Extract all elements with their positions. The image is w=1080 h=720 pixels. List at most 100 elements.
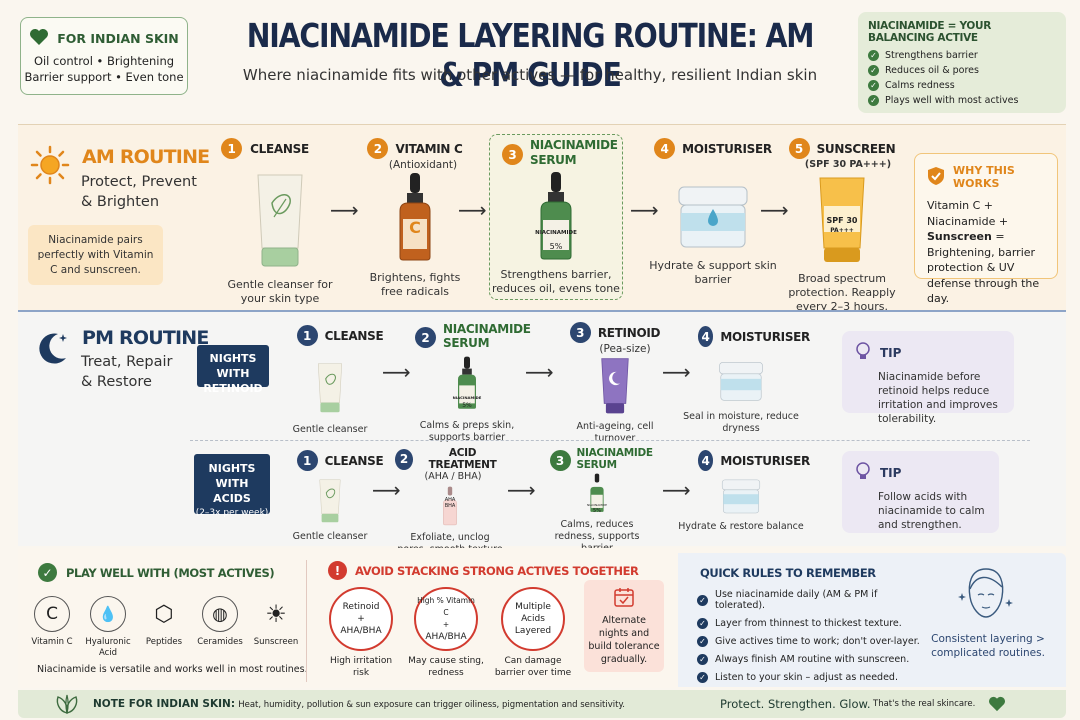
why-title: WHY THIS WORKS bbox=[953, 164, 1015, 190]
check-icon: ✓ bbox=[697, 654, 708, 665]
am-step-vitamin-c: 2 VITAMIN C (Antioxidant) C Brightens, f… bbox=[360, 138, 470, 299]
bottle-label: C bbox=[409, 218, 421, 237]
step-sub: (SPF 30 PA+++) bbox=[804, 159, 892, 170]
why-text: Vitamin C + Niacinamide + Sunscreen = Br… bbox=[927, 199, 1040, 305]
bottle-strength: 5% bbox=[593, 508, 601, 514]
warning-icon: ! bbox=[328, 561, 347, 580]
play-well-note: Niacinamide is versatile and works well … bbox=[37, 664, 308, 675]
nights-retinoid-badge: NIGHTS WITH RETINOID bbox=[197, 345, 269, 395]
check-icon: ✓ bbox=[868, 65, 879, 76]
moisturiser-jar-icon bbox=[678, 186, 748, 248]
step-name: NIACINAMIDE SERUM bbox=[530, 138, 618, 167]
pm-acids-step-niacinamide: 3 NIACINAMIDE SERUM NIACINAMIDE 5% Calms… bbox=[545, 447, 654, 555]
check-icon: ✓ bbox=[697, 618, 708, 629]
acids-tip-box: TIP Follow acids with niacinamide to cal… bbox=[842, 451, 999, 533]
footer bbox=[18, 690, 1066, 718]
am-routine-title: AM ROUTINE bbox=[82, 146, 210, 168]
lightbulb-icon bbox=[854, 341, 872, 364]
step-caption: Gentle cleanser for your skin type bbox=[227, 278, 333, 305]
retinoid-tube-icon bbox=[601, 358, 629, 414]
list-item: ⬡ Peptides bbox=[138, 596, 190, 659]
arrow-right-icon: ⟶ bbox=[760, 198, 789, 222]
list-item: ✓Listen to your skin – adjust as needed. bbox=[697, 672, 927, 683]
sunscreen-tube-icon bbox=[819, 177, 865, 262]
moisturiser-jar-icon bbox=[719, 362, 763, 401]
footer-slogan: Protect. Strengthen. Glow. bbox=[720, 697, 871, 711]
arrow-right-icon: ⟶ bbox=[662, 360, 691, 384]
arrow-right-icon: ⟶ bbox=[382, 360, 411, 384]
tube-label-pa: PA+++ bbox=[830, 227, 854, 234]
pm-retinoid-step-moisturiser: 4 MOISTURISER Seal in moisture, reduce d… bbox=[683, 326, 810, 435]
check-icon: ✓ bbox=[868, 95, 879, 106]
pm-routine-title: PM ROUTINE bbox=[82, 327, 209, 349]
bottle-label: NIACINAMIDE bbox=[586, 503, 608, 507]
rules-tagline: Consistent layering > complicated routin… bbox=[931, 633, 1045, 659]
step-number: 4 bbox=[698, 450, 714, 471]
check-icon: ✓ bbox=[697, 636, 708, 647]
step-name: VITAMIN C bbox=[395, 141, 463, 156]
niacinamide-bottle-icon bbox=[458, 356, 476, 409]
tube-label: SPF 30 bbox=[826, 216, 858, 225]
moisturiser-jar-icon bbox=[721, 479, 761, 514]
divider bbox=[306, 560, 307, 682]
tip-text: Niacinamide before retinoid helps reduce… bbox=[878, 371, 998, 425]
page-title: NIACINAMIDE LAYERING ROUTINE: AM & PM GU… bbox=[246, 16, 815, 94]
step-name: NIACINAMIDE SERUM bbox=[443, 322, 531, 350]
balancing-active-title: NIACINAMIDE = YOUR BALANCING ACTIVE bbox=[868, 20, 992, 44]
step-name: CLEANSE bbox=[250, 141, 309, 156]
list-item: ✓Reduces oil & pores bbox=[868, 65, 1056, 76]
list-item: ✓Always finish AM routine with sunscreen… bbox=[697, 654, 927, 665]
step-number: 1 bbox=[296, 450, 318, 471]
list-item: ◍ Ceramides bbox=[194, 596, 246, 659]
avoid-title: AVOID STACKING STRONG ACTIVES TOGETHER bbox=[355, 563, 639, 578]
am-step-sunscreen: 5 SUNSCREEN (SPF 30 PA+++) SPF 30 PA+++ … bbox=[782, 138, 902, 314]
heart-icon bbox=[29, 28, 49, 49]
ceramide-icon: ◍ bbox=[202, 596, 238, 632]
balancing-active-list: ✓Strengthens barrier ✓Reduces oil & pore… bbox=[868, 50, 1056, 106]
vitamin-c-bottle-icon bbox=[399, 173, 431, 261]
list-item: C Vitamin C bbox=[26, 596, 78, 659]
face-icon bbox=[958, 563, 1014, 629]
quick-rules-title: QUICK RULES TO REMEMBER bbox=[700, 566, 876, 580]
step-name: MOISTURISER bbox=[720, 453, 810, 468]
arrow-right-icon: ⟶ bbox=[330, 198, 359, 222]
pm-retinoid-step-niacinamide: 2 NIACINAMIDE SERUM NIACINAMIDE 5% Calms… bbox=[412, 322, 531, 444]
leaf-icon bbox=[54, 693, 80, 719]
step-name: MOISTURISER bbox=[682, 141, 772, 156]
nights-acids-badge: NIGHTS WITH ACIDS (2–3x per week) bbox=[194, 454, 270, 518]
am-step-moisturiser: 4 MOISTURISER Hydrate & support skin bar… bbox=[648, 138, 778, 287]
am-routine-subtitle-1: Protect, Prevent bbox=[81, 174, 197, 190]
arrow-right-icon: ⟶ bbox=[525, 360, 554, 384]
step-name: MOISTURISER bbox=[720, 329, 810, 344]
list-item: Retinoid+AHA/BHA High irritation risk bbox=[322, 587, 400, 679]
indian-skin-title: FOR INDIAN SKIN bbox=[57, 31, 179, 46]
molecule-icon: ⬡ bbox=[154, 601, 174, 627]
bottle-label: NIACINAMIDE bbox=[452, 395, 482, 400]
pm-routine-subtitle-2: & Restore bbox=[81, 374, 152, 390]
step-sub: (AHA / BHA) bbox=[424, 471, 482, 482]
list-item: ✓Strengthens barrier bbox=[868, 50, 1056, 61]
step-caption: Gentle cleanser bbox=[292, 424, 368, 435]
check-circle-icon: ✓ bbox=[38, 563, 57, 582]
footer-slogan-2: That's the real skincare. bbox=[873, 699, 976, 709]
avoid-list: Retinoid+AHA/BHA High irritation risk Hi… bbox=[322, 587, 574, 679]
why-box: WHY THIS WORKS Vitamin C + Niacinamide +… bbox=[914, 153, 1058, 305]
cleanser-tube-icon bbox=[317, 363, 343, 413]
shield-icon bbox=[927, 166, 945, 189]
pm-acids-step-moisturiser: 4 MOISTURISER Hydrate & restore balance bbox=[678, 450, 810, 533]
step-name: NIACINAMIDE SERUM bbox=[576, 447, 654, 471]
step-caption: Gentle cleanser bbox=[292, 531, 368, 542]
step-number: 5 bbox=[788, 138, 810, 159]
page-subtitle: Where niacinamide fits with other active… bbox=[242, 66, 818, 84]
bottle-strength: 5% bbox=[462, 402, 472, 409]
list-item: ✓Give actives time to work; don't over-l… bbox=[697, 636, 927, 647]
sun-icon bbox=[30, 145, 70, 189]
list-item: ✓Layer from thinnest to thickest texture… bbox=[697, 618, 927, 629]
list-item: ✓Plays well with most actives bbox=[868, 95, 1056, 106]
step-number: 4 bbox=[698, 326, 714, 347]
step-number: 3 bbox=[569, 322, 591, 343]
quick-rules-list: ✓Use niacinamide daily (AM & PM if toler… bbox=[697, 589, 927, 690]
lightbulb-icon bbox=[854, 461, 872, 484]
bottle-strength: 5% bbox=[549, 242, 563, 251]
